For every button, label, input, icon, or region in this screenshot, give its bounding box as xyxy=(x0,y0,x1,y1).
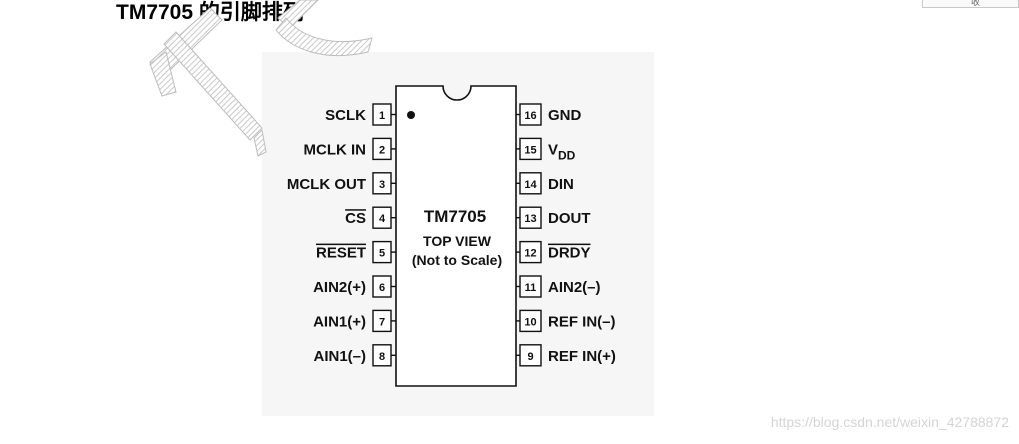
pin-box xyxy=(519,344,542,367)
pin-row-9: 9 REF IN(+) xyxy=(516,344,616,367)
pin-box xyxy=(519,172,542,195)
pin-row-15: 15 VDD xyxy=(516,137,576,162)
pin-label-main: REF IN(–) xyxy=(548,313,616,330)
pin-label-main: V xyxy=(548,141,558,158)
pin1-indicator-dot xyxy=(407,111,415,119)
chip-view-line2: (Not to Scale) xyxy=(412,252,502,268)
pin-row-5: 5 RESET xyxy=(316,240,396,264)
pin-label: AIN2(+) xyxy=(313,279,366,296)
pin-label: RESET xyxy=(316,245,366,262)
pin-number: 2 xyxy=(379,144,385,156)
pin-number: 9 xyxy=(527,351,533,363)
pin-row-14: 14 DIN xyxy=(516,172,574,195)
pin-number: 15 xyxy=(524,144,536,156)
pin-label-main: DIN xyxy=(548,176,574,193)
pin-row-8: 8 AIN1(–) xyxy=(313,344,396,367)
pin-box xyxy=(519,206,542,229)
pin-label: REF IN(–) xyxy=(548,313,616,330)
pin-number: 11 xyxy=(525,282,537,294)
pin-box xyxy=(519,275,542,298)
pin-label: CS xyxy=(345,210,366,227)
pin-row-13: 13 DOUT xyxy=(516,206,591,229)
pin-label: AIN2(–) xyxy=(548,279,601,296)
pin-label-main: REF IN(+) xyxy=(548,348,616,365)
pin-label: DRDY xyxy=(548,245,591,262)
pin-row-1: 1 SCLK xyxy=(325,103,396,126)
pin-number: 3 xyxy=(379,179,385,191)
pin-row-3: 3 MCLK OUT xyxy=(287,172,396,195)
pin-label-main: AIN2(–) xyxy=(548,279,601,296)
pin-box xyxy=(519,309,542,333)
pin-number: 5 xyxy=(379,248,385,260)
pin-row-2: 2 MCLK IN xyxy=(304,137,396,161)
pin-label-main: DOUT xyxy=(548,210,591,227)
pin-number: 16 xyxy=(524,110,536,122)
pin-label: AIN1(–) xyxy=(313,348,366,365)
pin-row-4: 4 CS xyxy=(345,206,396,229)
pin-label: MCLK IN xyxy=(304,141,367,158)
pin-number: 6 xyxy=(379,282,385,294)
pin-number: 4 xyxy=(379,213,386,225)
watermark-glyphs xyxy=(149,0,373,157)
pin-label: VDD xyxy=(548,141,576,162)
pin-row-7: 7 AIN1(+) xyxy=(313,309,396,333)
pin-number: 8 xyxy=(379,351,385,363)
pin-number: 7 xyxy=(379,316,385,328)
chip-body xyxy=(395,85,517,387)
pin-box xyxy=(519,137,542,161)
pin-label-main: DRDY xyxy=(548,245,591,262)
pin-label: DIN xyxy=(548,176,574,193)
chip-name: TM7705 xyxy=(424,207,486,226)
pin-row-6: 6 AIN2(+) xyxy=(313,275,396,298)
pin-number: 1 xyxy=(379,110,385,122)
pin-label: GND xyxy=(548,107,582,124)
pin-label-main: GND xyxy=(548,107,582,124)
pin-row-16: 16 GND xyxy=(516,103,582,126)
pin-label: MCLK OUT xyxy=(287,176,366,193)
pin-label: DOUT xyxy=(548,210,591,227)
pin-label: REF IN(+) xyxy=(548,348,616,365)
pin-number: 12 xyxy=(524,248,536,260)
pin-number: 10 xyxy=(524,316,536,328)
chip-view-line1: TOP VIEW xyxy=(423,233,492,249)
left-pins: 1 SCLK 2 MCLK IN 3 MCLK OUT 4 CS 5 RESET 6 AIN2(+) 7… xyxy=(287,103,396,367)
pin-row-10: 10 REF IN(–) xyxy=(516,309,616,333)
pin-row-11: 11 AIN2(–) xyxy=(516,275,601,298)
pin-label-subscript: DD xyxy=(558,148,576,162)
pin-label: SCLK xyxy=(325,107,366,124)
pin-box xyxy=(519,240,542,264)
pin-number: 13 xyxy=(524,213,536,225)
watermark-url: https://blog.csdn.net/weixin_42788872 xyxy=(770,414,1009,430)
pin-row-12: 12 DRDY xyxy=(516,240,591,264)
collapse-widget-label: 收 xyxy=(970,0,980,7)
pin-label: AIN1(+) xyxy=(313,313,366,330)
pin-box xyxy=(519,103,542,126)
pin-number: 14 xyxy=(524,179,537,191)
